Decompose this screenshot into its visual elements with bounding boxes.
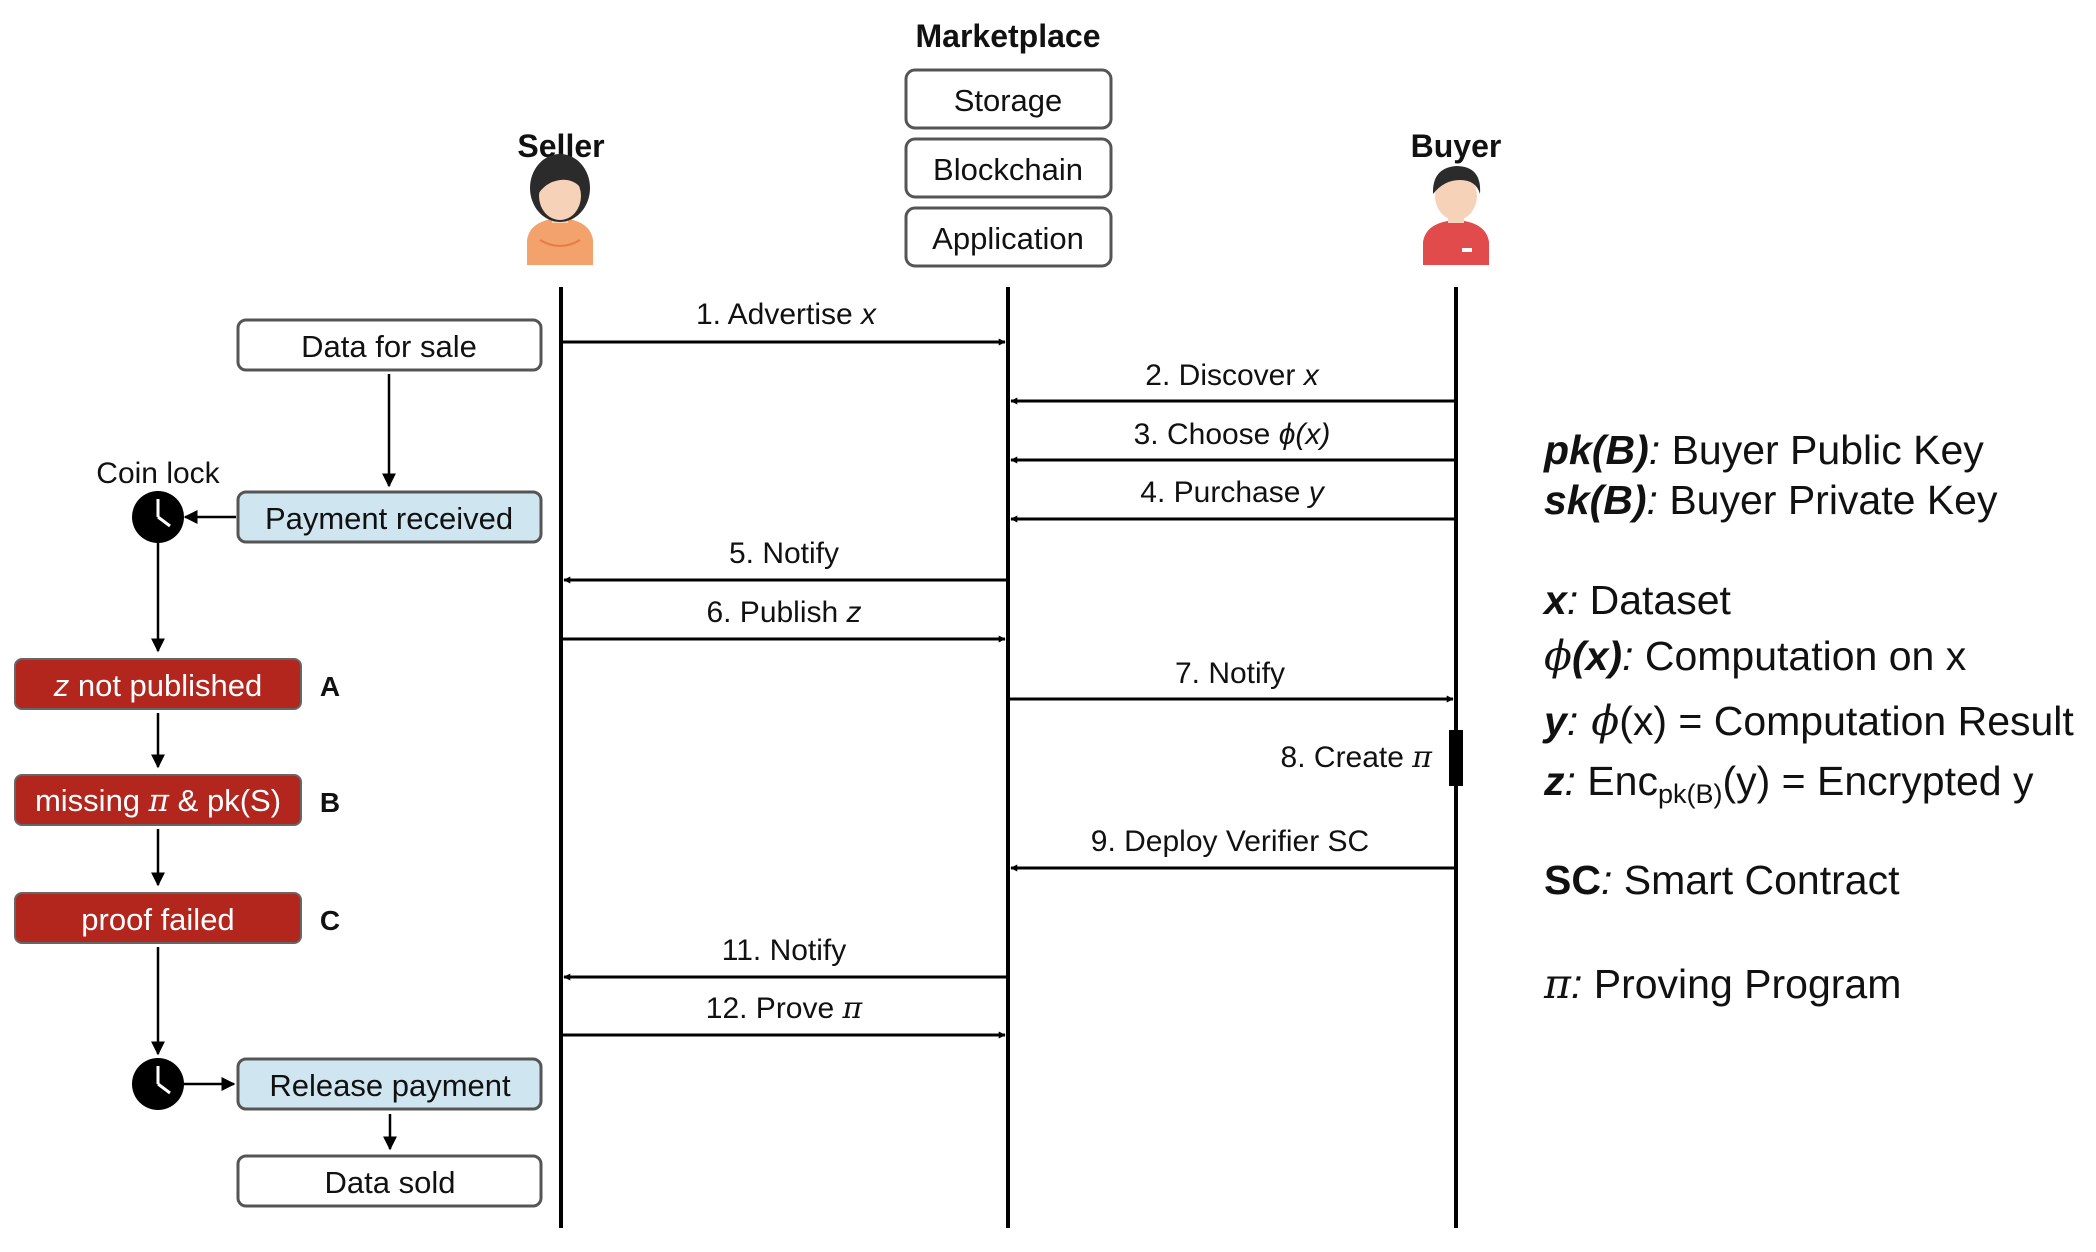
- message-1-var: x: [859, 298, 877, 331]
- legend-skb: sk(B): Buyer Private Key: [1544, 477, 1998, 523]
- message-5: 5. Notify: [563, 537, 1006, 584]
- blockchain-box: [904, 137, 1113, 199]
- message-3-var: ϕ(x): [1279, 418, 1331, 451]
- payment-received-box: [236, 490, 543, 544]
- message-11-label: 11. Notify: [722, 934, 847, 967]
- failure-b-label-2: & pk(S): [169, 783, 281, 818]
- message-2-label: 2. Discover: [1145, 359, 1303, 392]
- legend-y: y: ϕ(x) = Computation Result: [1542, 697, 2074, 745]
- legend: pk(B): Buyer Public Key sk(B): Buyer Pri…: [1542, 427, 2074, 1008]
- message-2: 2. Discover x: [1010, 359, 1454, 405]
- failure-b-box: [14, 774, 302, 826]
- marketplace-stack: Storage Blockchain Application: [904, 68, 1113, 268]
- data-for-sale-box: [236, 318, 543, 372]
- failure-c-letter: C: [320, 905, 340, 936]
- application-box: [904, 206, 1113, 268]
- buyer-title: Buyer: [1411, 128, 1502, 164]
- message-9: 9. Deploy Verifier SC: [1010, 825, 1454, 872]
- svg-text:4. Purchase y: 4. Purchase y: [1140, 476, 1325, 509]
- release-payment-label: Release payment: [269, 1068, 511, 1103]
- coin-lock-label: Coin lock: [96, 457, 220, 490]
- svg-text:6. Publish z: 6. Publish z: [706, 596, 861, 629]
- message-6-label: 6. Publish: [706, 596, 846, 629]
- legend-z: z: Encpk(B)(y) = Encrypted y: [1543, 758, 2034, 809]
- message-2-var: x: [1302, 359, 1320, 392]
- svg-text:missing π & pk(S): missing π & pk(S): [35, 783, 281, 819]
- failure-a-box: [14, 658, 302, 710]
- message-9-label: 9. Deploy Verifier SC: [1091, 825, 1369, 858]
- message-3: 3. Choose ϕ(x): [1010, 418, 1454, 464]
- message-1: 1. Advertise x: [563, 298, 1006, 346]
- message-4-var: y: [1307, 476, 1326, 509]
- message-12-label: 12. Prove: [706, 992, 843, 1025]
- failure-a-var: z: [53, 668, 70, 703]
- failure-c-box: [14, 892, 302, 944]
- legend-pkb: pk(B): Buyer Public Key: [1543, 427, 1984, 473]
- message-8-var: π: [1411, 740, 1433, 775]
- message-4-label: 4. Purchase: [1140, 476, 1308, 509]
- failure-b-label: missing: [35, 783, 149, 818]
- failure-a-letter: A: [320, 671, 340, 702]
- message-7: 7. Notify: [1010, 657, 1454, 703]
- message-11: 11. Notify: [563, 934, 1006, 981]
- clock-icon: [132, 491, 184, 543]
- svg-text:11. Notify: 11. Notify: [722, 934, 847, 967]
- message-6-var: z: [846, 596, 862, 629]
- svg-text:z not published: z not published: [53, 668, 263, 703]
- svg-text:8. Create π: 8. Create π: [1281, 740, 1434, 775]
- failure-c-label: proof failed: [81, 902, 234, 937]
- blockchain-label: Blockchain: [933, 152, 1083, 187]
- buyer-avatar-icon: [1423, 166, 1489, 265]
- message-3-label: 3. Choose: [1134, 418, 1279, 451]
- data-sold-box: [236, 1154, 543, 1208]
- svg-text:12. Prove π: 12. Prove π: [706, 991, 864, 1026]
- legend-sc: SC: Smart Contract: [1544, 857, 1900, 903]
- svg-text:7. Notify: 7. Notify: [1175, 657, 1285, 690]
- svg-text:9. Deploy Verifier SC: 9. Deploy Verifier SC: [1091, 825, 1369, 858]
- message-8-label: 8. Create: [1281, 741, 1413, 774]
- failure-b-var: π: [148, 783, 170, 819]
- release-payment-box: [236, 1057, 543, 1111]
- message-1-label: 1. Advertise: [696, 298, 861, 331]
- data-for-sale-label: Data for sale: [301, 329, 477, 364]
- legend-x: x: Dataset: [1542, 577, 1732, 623]
- svg-text:1. Advertise x: 1. Advertise x: [696, 298, 877, 331]
- application-label: Application: [932, 221, 1084, 256]
- message-12: 12. Prove π: [563, 991, 1006, 1039]
- storage-label: Storage: [954, 83, 1063, 118]
- failure-a-label: not published: [69, 668, 262, 703]
- message-5-label: 5. Notify: [729, 537, 839, 570]
- storage-box: [904, 68, 1113, 130]
- clock-icon: [132, 1058, 184, 1110]
- data-sold-label: Data sold: [325, 1165, 456, 1200]
- seller-avatar-icon: [527, 154, 593, 265]
- message-12-var: π: [842, 991, 864, 1026]
- svg-text:2. Discover x: 2. Discover x: [1145, 359, 1319, 392]
- legend-phi: ϕ(x): Computation on x: [1544, 632, 1967, 680]
- message-6: 6. Publish z: [563, 596, 1006, 643]
- seller-state-flow: Data for sale Payment received Coin lock…: [14, 318, 543, 1208]
- buyer-activation-bar: [1449, 730, 1463, 786]
- legend-pi: π: Proving Program: [1543, 960, 1901, 1008]
- payment-received-label: Payment received: [265, 501, 513, 536]
- failure-b-letter: B: [320, 787, 340, 818]
- message-7-label: 7. Notify: [1175, 657, 1285, 690]
- message-8: 8. Create π: [1281, 740, 1434, 775]
- message-4: 4. Purchase y: [1010, 476, 1454, 523]
- svg-text:5. Notify: 5. Notify: [729, 537, 839, 570]
- svg-text:3. Choose ϕ(x): 3. Choose ϕ(x): [1134, 418, 1331, 451]
- marketplace-title: Marketplace: [916, 18, 1101, 54]
